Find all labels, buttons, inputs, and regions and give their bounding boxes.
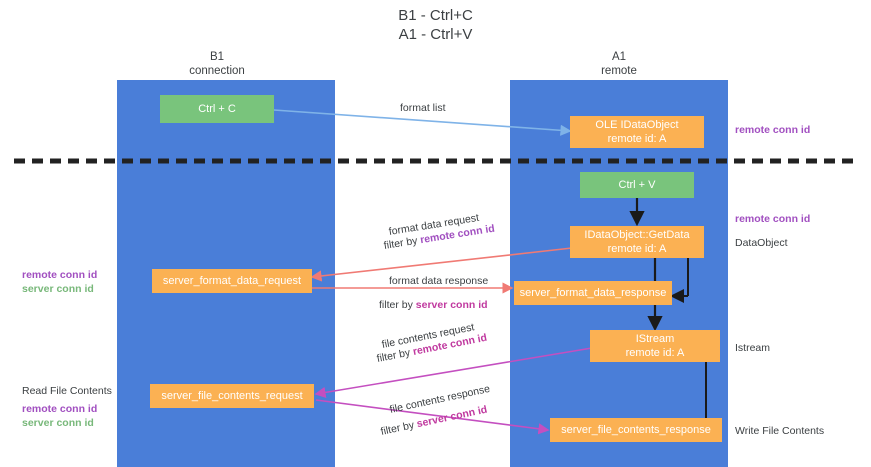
filter-key: server conn id	[415, 299, 488, 311]
title-line-1: B1 - Ctrl+C	[398, 7, 473, 24]
column-header-b1-name: B1	[209, 51, 225, 63]
node-server-file-contents-response[interactable]: server_file_contents_response	[550, 418, 722, 442]
node-server-format-data-response-label: server_format_data_response	[519, 287, 667, 299]
annotation-right-top-conn: remote conn id	[735, 123, 810, 137]
annotation-write-file-contents: Write File Contents	[735, 425, 825, 437]
annotation-read-file-contents: Read File Contents	[22, 385, 112, 397]
annotation-left-bottom-remote: remote conn id	[22, 403, 98, 415]
column-header-a1-name: A1	[611, 51, 627, 63]
annotation-right-mid-conn-text: remote conn id	[735, 213, 811, 225]
node-istream[interactable]: IStream remote id: A	[590, 330, 720, 362]
node-ole-idataobject-line1: OLE IDataObject	[595, 119, 679, 131]
filter-prefix: filter by	[379, 299, 416, 311]
page-title: B1 - Ctrl+C A1 - Ctrl+V	[0, 6, 871, 44]
column-header-a1: A1 remote	[519, 50, 719, 78]
annotation-left-mid-remote: remote conn id	[22, 269, 98, 281]
node-ole-idataobject[interactable]: OLE IDataObject remote id: A	[570, 116, 704, 148]
column-header-a1-role: remote	[601, 65, 637, 77]
node-istream-line1: IStream	[635, 333, 675, 345]
node-ctrl-v[interactable]: Ctrl + V	[580, 172, 694, 198]
annotation-right-mid-conn: remote conn id	[735, 212, 810, 226]
node-server-file-contents-request-label: server_file_contents_request	[161, 390, 303, 402]
node-ctrl-c-label: Ctrl + C	[198, 103, 236, 115]
node-ctrl-v-label: Ctrl + V	[618, 179, 656, 191]
filter-prefix: filter by	[382, 234, 422, 252]
annotation-dataobject: DataObject	[735, 237, 788, 249]
annotation-right-top-conn-text: remote conn id	[735, 124, 811, 136]
node-idataobject-getdata[interactable]: IDataObject::GetData remote id: A	[570, 226, 704, 258]
node-idataobject-getdata-line1: IDataObject::GetData	[584, 229, 690, 241]
filter-prefix: filter by	[375, 346, 415, 365]
node-server-format-data-response[interactable]: server_format_data_response	[514, 281, 672, 305]
annotation-left-mid-server: server conn id	[22, 283, 94, 295]
column-header-b1-role: connection	[189, 65, 245, 77]
node-server-format-data-request[interactable]: server_format_data_request	[152, 269, 312, 293]
node-ctrl-c[interactable]: Ctrl + C	[160, 95, 274, 123]
annotation-left-bottom-server: server conn id	[22, 417, 94, 429]
edge-label-format-list: format list	[400, 102, 446, 114]
node-istream-line2: remote id: A	[625, 347, 685, 359]
annotation-left-bottom-conn-ids: remote conn id server conn id	[22, 402, 97, 430]
node-server-file-contents-request[interactable]: server_file_contents_request	[150, 384, 314, 408]
column-header-b1: B1 connection	[117, 50, 317, 78]
edge-label-format-data-response-filter: filter by server conn id	[379, 299, 488, 312]
node-ole-idataobject-line2: remote id: A	[607, 133, 667, 145]
title-line-2: A1 - Ctrl+V	[398, 26, 473, 43]
annotation-istream: Istream	[735, 342, 771, 354]
node-idataobject-getdata-line2: remote id: A	[607, 243, 667, 255]
annotation-left-mid-conn-ids: remote conn id server conn id	[22, 268, 97, 296]
node-server-file-contents-response-label: server_file_contents_response	[561, 424, 711, 436]
edge-label-format-data-response: format data response	[389, 275, 489, 287]
node-server-format-data-request-label: server_format_data_request	[162, 275, 302, 287]
filter-prefix: filter by	[379, 418, 419, 438]
